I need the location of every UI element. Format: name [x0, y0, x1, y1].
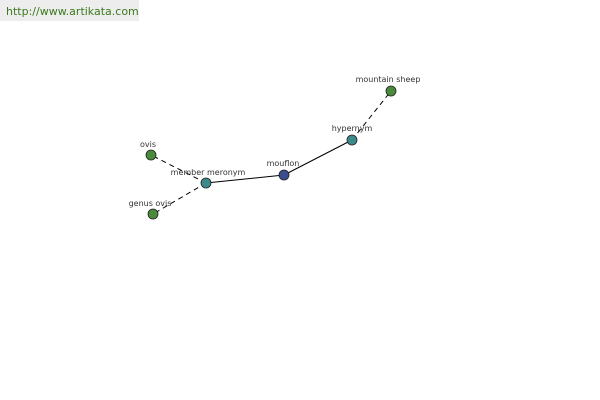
- edge-mouflon-member-meronym: [205, 174, 285, 184]
- edge-member-meronym-genus-ovis: [152, 182, 207, 215]
- node-genus-ovis[interactable]: [147, 208, 159, 220]
- label-ovis: ovis: [140, 140, 156, 149]
- node-mouflon[interactable]: [278, 169, 290, 181]
- edge-hypernym-mountain-sheep: [351, 90, 392, 141]
- node-mountain-sheep[interactable]: [385, 85, 397, 97]
- node-ovis[interactable]: [145, 149, 157, 161]
- node-member-meronym[interactable]: [200, 177, 212, 189]
- label-hypernym: hypernym: [332, 124, 373, 133]
- source-url-banner: http://www.artikata.com: [0, 0, 139, 21]
- edge-mouflon-hypernym: [283, 139, 353, 176]
- label-genus-ovis: genus ovis: [129, 199, 172, 208]
- source-url-link[interactable]: http://www.artikata.com: [6, 5, 139, 18]
- edge-member-meronym-ovis: [150, 154, 207, 184]
- node-hypernym[interactable]: [346, 134, 358, 146]
- label-mouflon: mouflon: [267, 159, 300, 168]
- label-mountain-sheep: mountain sheep: [356, 75, 421, 84]
- label-member-meronym: member meronym: [171, 168, 246, 177]
